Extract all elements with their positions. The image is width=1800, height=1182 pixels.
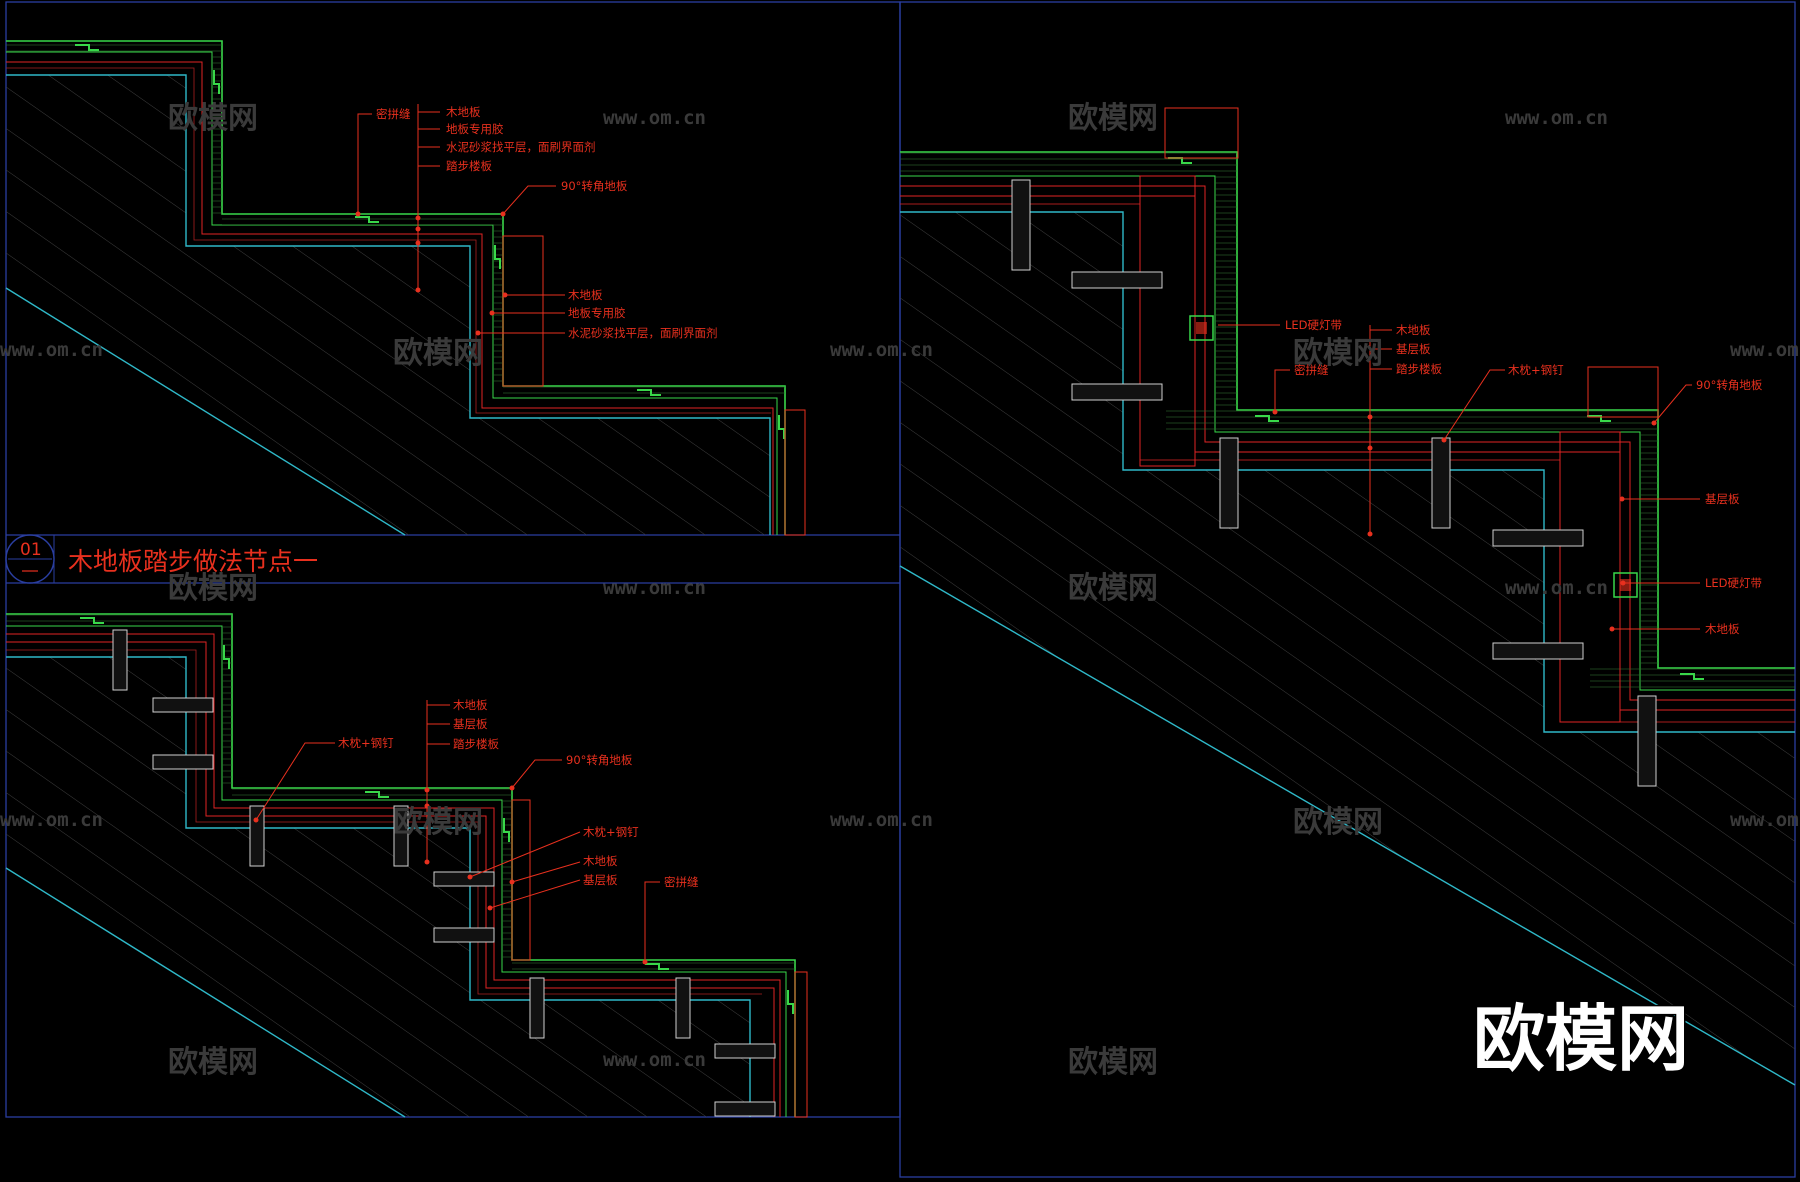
label-b-5: 木枕+钢钉 — [583, 825, 639, 839]
label-b-8: 密拼缝 — [664, 875, 699, 889]
label-b-2: 踏步楼板 — [453, 737, 499, 751]
svg-text:www.om.cn: www.om.cn — [1505, 577, 1608, 599]
label-a-6: 木地板 — [568, 288, 603, 302]
svg-text:欧模网: 欧模网 — [1293, 336, 1383, 371]
svg-text:www.om.cn: www.om.cn — [603, 107, 706, 129]
label-b-7: 基层板 — [583, 873, 618, 887]
label-c-3: 踏步楼板 — [1396, 362, 1442, 376]
annotations-detail-a: 密拼缝 木地板 地板专用胶 水泥砂浆找平层，面刷界面剂 踏步楼板 90°转角地板… — [376, 105, 718, 340]
svg-text:欧模网: 欧模网 — [1068, 1045, 1158, 1080]
led-strip-1 — [1189, 315, 1214, 341]
svg-text:www.om.cn: www.om.cn — [1505, 107, 1608, 129]
concrete-slab-b — [6, 657, 750, 1117]
label-a-3: 水泥砂浆找平层，面刷界面剂 — [446, 140, 596, 154]
watermarks: 欧模网 www.om.cn 欧模网 www.om.cn 欧模网 www.om.c… — [0, 101, 1800, 1080]
svg-text:欧模网: 欧模网 — [168, 1045, 258, 1080]
label-c-8: LED硬灯带 — [1705, 576, 1762, 590]
svg-text:欧模网: 欧模网 — [393, 336, 483, 371]
label-c-7: 基层板 — [1705, 492, 1740, 506]
label-b-3: 木枕+钢钉 — [338, 736, 394, 750]
detail-b-staircase — [5, 613, 808, 1118]
svg-text:www.om.cn: www.om.cn — [0, 809, 103, 831]
concrete-slab-c — [900, 212, 1795, 1085]
led-strip-2 — [1613, 572, 1638, 598]
svg-text:欧模网: 欧模网 — [168, 101, 258, 136]
label-a-8: 水泥砂浆找平层，面刷界面剂 — [568, 326, 718, 340]
svg-text:欧模网: 欧模网 — [393, 805, 483, 840]
svg-text:www.om.cn: www.om.cn — [603, 577, 706, 599]
detail-c-staircase — [899, 107, 1796, 1086]
label-a-7: 地板专用胶 — [568, 306, 626, 320]
annotations-detail-c: LED硬灯带 木地板 基层板 踏步楼板 密拼缝 木枕+钢钉 90°转角地板 基层… — [1285, 318, 1763, 636]
label-a-5: 90°转角地板 — [561, 179, 628, 193]
svg-text:欧模网: 欧模网 — [1293, 805, 1383, 840]
concrete-edge-a — [6, 74, 771, 535]
svg-text:www.om.cn: www.om.cn — [603, 1049, 706, 1071]
label-a-0: 密拼缝 — [376, 107, 411, 121]
label-c-1: 木地板 — [1396, 323, 1431, 337]
annotations-detail-b: 木地板 基层板 踏步楼板 木枕+钢钉 90°转角地板 木枕+钢钉 木地板 基层板… — [338, 698, 699, 889]
concrete-slab-a — [6, 75, 770, 535]
svg-text:www.om.cn: www.om.cn — [830, 809, 933, 831]
label-a-4: 踏步楼板 — [446, 159, 492, 173]
label-b-6: 木地板 — [583, 854, 618, 868]
label-c-2: 基层板 — [1396, 342, 1431, 356]
detail-title: 木地板踏步做法节点一 — [68, 547, 318, 576]
brand-logo: 欧模网 — [1473, 997, 1689, 1081]
label-b-1: 基层板 — [453, 717, 488, 731]
label-c-4: 密拼缝 — [1294, 363, 1329, 377]
label-c-9: 木地板 — [1705, 622, 1740, 636]
detail-number: 01 — [20, 540, 42, 560]
label-c-6: 90°转角地板 — [1696, 378, 1763, 392]
slab-underside-a — [5, 287, 406, 536]
svg-text:欧模网: 欧模网 — [1068, 101, 1158, 136]
svg-text:欧模网: 欧模网 — [1068, 571, 1158, 606]
label-c-5: 木枕+钢钉 — [1508, 363, 1564, 377]
title-block: 01 木地板踏步做法节点一 — [5, 534, 318, 584]
svg-text:www.om.cn: www.om.cn — [1730, 339, 1800, 361]
svg-text:www.om.cn: www.om.cn — [1730, 809, 1800, 831]
svg-text:www.om.cn: www.om.cn — [830, 339, 933, 361]
label-b-4: 90°转角地板 — [566, 753, 633, 767]
label-a-1: 木地板 — [446, 105, 481, 119]
label-c-0: LED硬灯带 — [1285, 318, 1342, 332]
detail-a-staircase — [5, 40, 806, 536]
svg-text:www.om.cn: www.om.cn — [0, 339, 103, 361]
label-b-0: 木地板 — [453, 698, 488, 712]
svg-text:欧模网: 欧模网 — [168, 571, 258, 606]
label-a-2: 地板专用胶 — [446, 122, 504, 136]
